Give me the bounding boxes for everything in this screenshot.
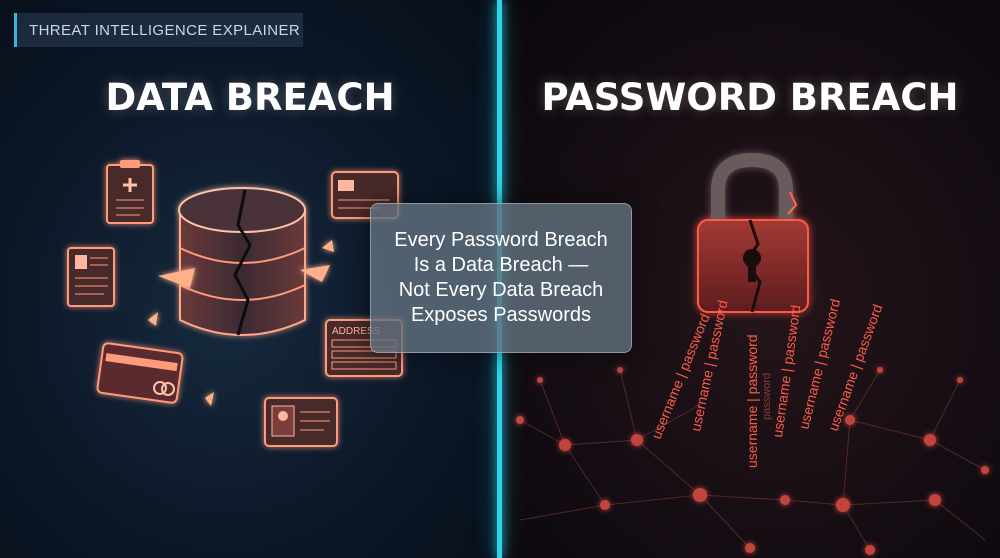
- database-icon: [178, 187, 306, 336]
- padlock-icon: [697, 152, 809, 313]
- key-message-callout: Every Password Breach Is a Data Breach —…: [370, 203, 632, 353]
- category-tag: THREAT INTELLIGENCE EXPLAINER: [14, 13, 303, 47]
- credential-streams: username | password username | password …: [648, 297, 886, 468]
- address-label: ADDRESS: [332, 326, 381, 337]
- id-card-icon: [264, 397, 338, 447]
- callout-line: Exposes Passwords: [410, 304, 592, 326]
- credential-stream-faint: password: [761, 373, 773, 420]
- category-tag-label: THREAT INTELLIGENCE EXPLAINER: [29, 22, 301, 39]
- credit-card-icon: [96, 342, 184, 404]
- credential-stream: username | password: [744, 334, 760, 468]
- data-breach-title: DATA BREACH: [105, 76, 395, 119]
- network-nodes: [516, 367, 989, 555]
- password-breach-title: PASSWORD BREACH: [541, 76, 959, 119]
- document-form-icon: [67, 247, 115, 307]
- network-graph-icon: [519, 369, 986, 551]
- callout-line: Not Every Data Breach: [398, 279, 604, 301]
- callout-line: Is a Data Breach —: [413, 254, 589, 276]
- medical-record-icon: [106, 160, 154, 224]
- callout-line: Every Password Breach: [394, 229, 608, 251]
- debris-shards: [148, 240, 334, 406]
